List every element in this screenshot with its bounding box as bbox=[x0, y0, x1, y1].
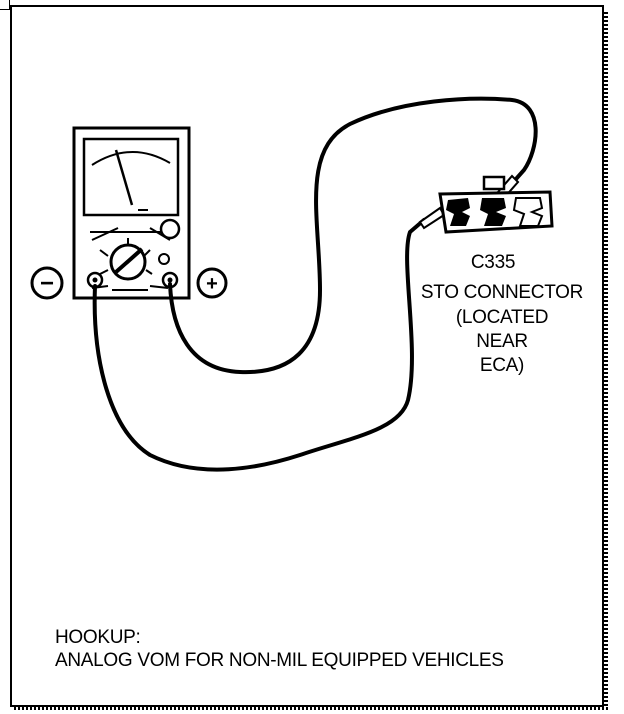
frame-shadow-right bbox=[604, 10, 608, 710]
meter-needle bbox=[114, 149, 134, 206]
negative-test-lead bbox=[92, 218, 426, 472]
meter-jack-small bbox=[158, 253, 170, 265]
connector-pin-3 bbox=[512, 197, 544, 227]
sto-connector bbox=[438, 175, 554, 234]
connector-location-line-3: ECA) bbox=[479, 355, 525, 376]
diagram-frame bbox=[10, 5, 604, 707]
connector-latch bbox=[482, 175, 506, 191]
frame-shadow-bottom bbox=[14, 707, 608, 710]
connector-location-line-1: (LOCATED bbox=[455, 307, 549, 328]
connector-pin-1 bbox=[446, 198, 470, 226]
negative-terminal-symbol: − bbox=[30, 266, 64, 300]
svg-text:−: − bbox=[40, 270, 54, 297]
connector-location-line-2: NEAR bbox=[476, 331, 528, 352]
positive-test-lead bbox=[168, 96, 538, 375]
ohms-adjust-knob bbox=[159, 218, 181, 240]
connector-pin-2 bbox=[480, 198, 506, 226]
meter-scale-arc bbox=[91, 151, 171, 166]
caption-description: ANALOG VOM FOR NON-MIL EQUIPPED VEHICLES bbox=[55, 650, 504, 671]
caption-title: HOOKUP: bbox=[55, 627, 141, 648]
analog-vom-meter bbox=[72, 126, 191, 300]
negative-probe-tip bbox=[418, 206, 446, 230]
positive-terminal-symbol: + bbox=[196, 267, 228, 299]
connector-name-label: STO CONNECTOR bbox=[420, 282, 584, 303]
connector-id-label: C335 bbox=[470, 252, 516, 273]
corner-mark bbox=[0, 0, 10, 10]
svg-text:+: + bbox=[206, 273, 218, 295]
